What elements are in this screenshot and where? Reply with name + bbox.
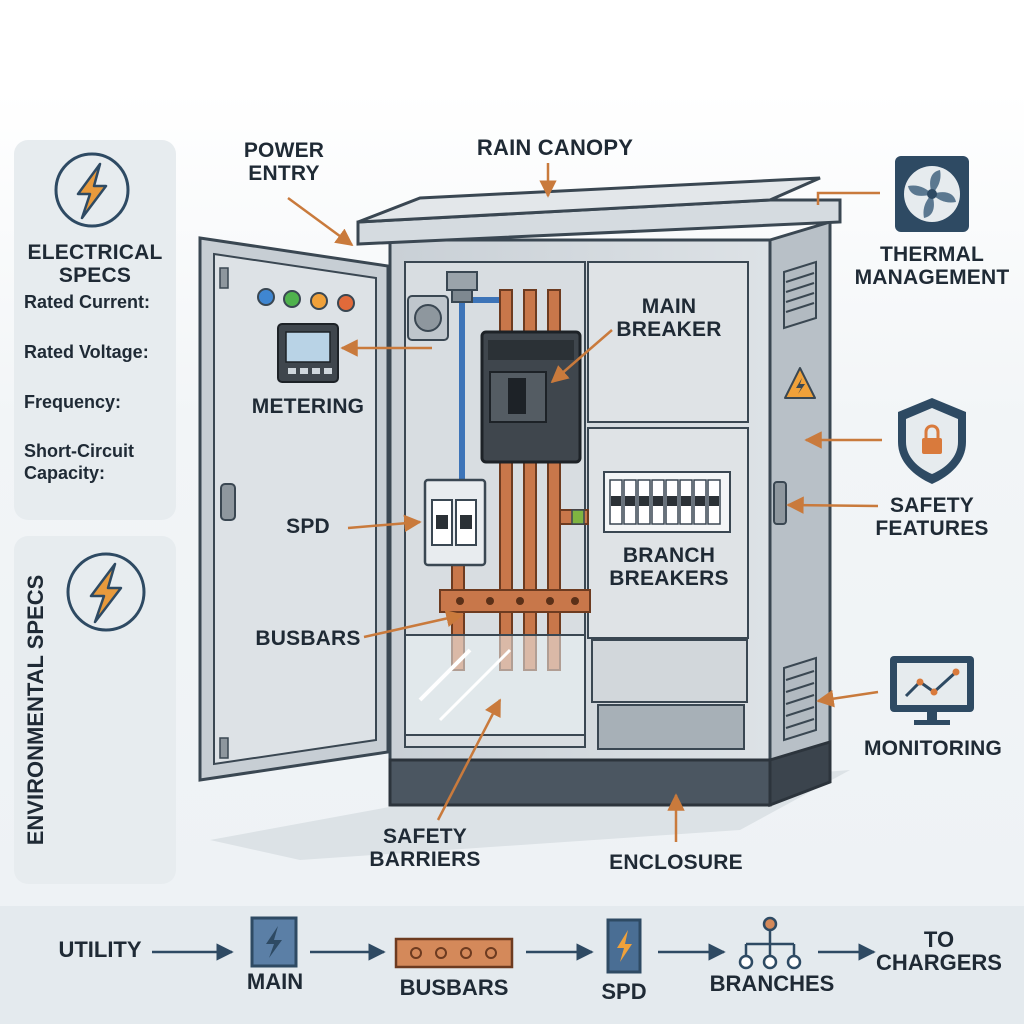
electrical-specs-title: ELECTRICAL SPECS	[27, 241, 163, 287]
branch-breakers	[603, 471, 731, 533]
label-safety-features: SAFETY FEATURES	[875, 494, 989, 540]
side-vent-bottom	[783, 656, 817, 742]
flow-step-to-chargers: TO CHARGERS	[876, 927, 1002, 976]
rain-canopy	[356, 176, 842, 246]
flow-step-branches: BRANCHES	[709, 971, 835, 996]
cable-gland	[446, 271, 478, 303]
fan-icon	[895, 156, 969, 232]
callout-leaders	[287, 163, 882, 842]
label-spd: SPD	[286, 515, 330, 538]
flow-step-utility: UTILITY	[58, 937, 142, 962]
label-enclosure: ENCLOSURE	[609, 851, 743, 874]
vent-fan	[407, 295, 449, 341]
open-door	[198, 236, 390, 782]
electrical-specs-panel	[14, 140, 176, 520]
shield-lock-icon	[898, 398, 966, 484]
monitor-chart-icon	[890, 656, 974, 725]
safety-barrier	[404, 634, 586, 736]
spd-module	[423, 478, 487, 567]
flow-step-main: MAIN	[246, 969, 304, 994]
label-power-entry: POWER ENTRY	[243, 139, 325, 185]
flow-step-spd: SPD	[601, 979, 647, 1004]
busbar-horizontal	[439, 589, 591, 613]
label-branch-breakers: BRANCH BREAKERS	[609, 544, 729, 590]
flow-step-busbars: BUSBARS	[399, 975, 509, 1000]
label-main-breaker: MAIN BREAKER	[616, 295, 722, 341]
main-breaker-icon	[250, 916, 298, 968]
spec-rated-voltage: Rated Voltage:	[24, 342, 149, 362]
label-monitoring: MONITORING	[863, 737, 1003, 760]
spd-icon	[606, 918, 642, 974]
lightning-bolt-icon	[54, 152, 130, 228]
side-vent-top	[783, 260, 817, 330]
main-breaker	[480, 330, 582, 464]
label-metering: METERING	[251, 395, 365, 418]
label-safety-barriers: SAFETY BARRIERS	[369, 825, 481, 871]
spec-rated-current: Rated Current:	[24, 292, 151, 312]
branches-icon	[738, 916, 802, 970]
spec-short-circuit-capacity: Short-Circuit Capacity:	[24, 441, 134, 483]
side-latch	[773, 481, 787, 525]
warning-icon	[784, 367, 816, 399]
lightning-bolt-icon	[66, 552, 146, 632]
spec-frequency: Frequency:	[24, 392, 122, 412]
label-thermal-management: THERMAL MANAGEMENT	[854, 243, 1010, 289]
busbar-icon	[394, 937, 514, 969]
label-rain-canopy: RAIN CANOPY	[476, 135, 634, 160]
label-busbars: BUSBARS	[255, 627, 361, 650]
